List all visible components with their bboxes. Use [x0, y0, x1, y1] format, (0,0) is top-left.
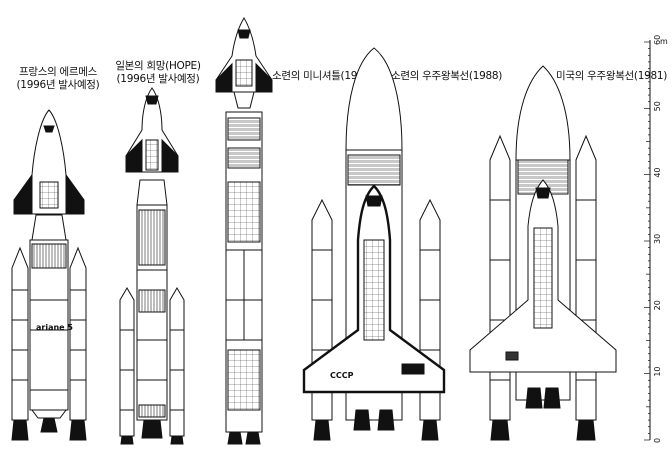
label-soviet-minishuttle-name: 소련의 미니셔틀(1983): [272, 70, 374, 82]
soviet-minishuttle: [215, 17, 273, 445]
scale-tick-label: 10: [653, 366, 662, 376]
buran-energia: CCCP: [302, 47, 446, 441]
scale-tick-label: 40: [653, 167, 662, 177]
label-hermes-note: (1996년 발사예정): [16, 79, 100, 91]
label-hermes: 프랑스의 에르메스 (1996년 발사예정): [8, 66, 108, 92]
scale-unit: m: [660, 37, 668, 46]
ariane5-marking: ariane 5: [36, 323, 73, 332]
label-us-shuttle-name: 미국의 우주왕복선(1981): [556, 70, 668, 82]
label-buran: 소련의 우주왕복선(1988): [391, 70, 502, 83]
hope-h2: [119, 87, 185, 445]
scale-tick-label: 50: [653, 101, 662, 111]
scale-tick-label: 30: [653, 234, 662, 244]
cccp-marking: CCCP: [330, 371, 354, 380]
label-buran-name: 소련의 우주왕복선(1988): [391, 70, 503, 82]
label-hope: 일본의 희망(HOPE) (1996년 발사예정): [108, 60, 208, 86]
height-scale: 0 10 20 30 40 50 60 m: [644, 35, 668, 443]
scale-tick-label: 60: [653, 35, 662, 45]
label-us-shuttle: 미국의 우주왕복선(1981): [556, 70, 667, 83]
label-soviet-minishuttle: 소련의 미니셔틀(1983): [272, 70, 374, 83]
hermes-ariane5: [11, 109, 87, 441]
scale-tick-label: 0: [653, 438, 662, 443]
label-hope-note: (1996년 발사예정): [116, 73, 200, 85]
us-shuttle: [469, 65, 617, 441]
scale-tick-label: 20: [653, 300, 662, 310]
label-hope-name: 일본의 희망(HOPE): [115, 60, 201, 72]
label-hermes-name: 프랑스의 에르메스: [19, 66, 97, 78]
